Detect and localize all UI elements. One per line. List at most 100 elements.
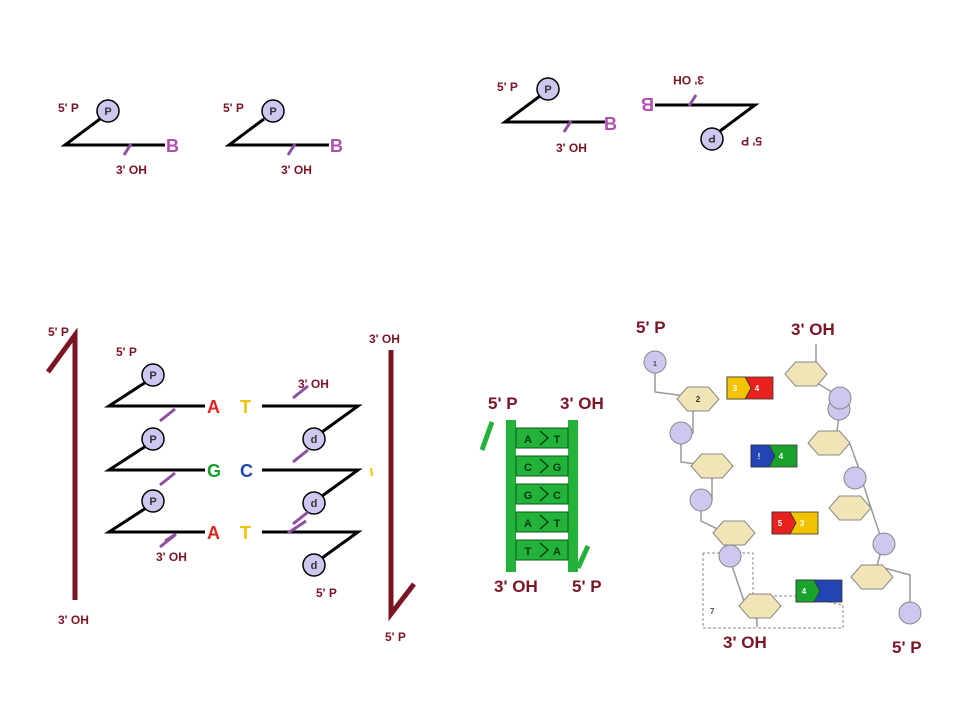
ladder-rail-right [568,420,578,572]
phosphate-circle [302,553,326,577]
oh-bond [122,143,133,156]
helix-base-left-label: 5 [778,519,783,528]
helix-sugar [828,495,872,521]
left-base-letter: A [207,523,220,543]
ladder-rail-left [506,420,516,572]
left-bond [159,471,176,487]
rung-right-base: T [554,434,561,446]
ladder-five-prime-bottom: 5' P [572,577,602,596]
oh-bond [562,120,573,133]
left-sugar-backbone [103,380,205,408]
rung-block [515,539,569,561]
helix-phosphate [643,350,667,374]
five-prime-label: 5' P [385,630,406,644]
phosphate-circle [141,427,165,451]
strand-arrow-right: 3' OH 5' P [369,332,416,644]
sugar-backbone [500,94,605,124]
helix-base-right-label: 4 [755,384,760,393]
helix-phosphate [872,532,896,556]
rung-divider [539,542,549,558]
right-strand-five-prime: 5' P [316,586,337,600]
ladder-five-prime-top: 5' P [488,394,518,413]
right-base-letter: T [240,523,251,543]
rung-block [515,511,569,533]
ladder-three-prime-top: 3' OH [560,394,604,413]
sugar-backbone [60,117,165,147]
helix-sugar-number: 2 [696,395,701,404]
rung-left-base: C [524,462,532,474]
helix-sugar [850,564,894,590]
left-sugar-backbone [103,444,205,472]
three-prime-label: 3' OH [673,73,704,87]
helix-three-prime-top: 3' OH [791,320,835,339]
ladder-three-prime-bottom: 3' OH [494,577,538,596]
rung-right-base: G [553,462,562,474]
five-prime-label: 5' P [497,80,518,94]
helix-base-left [795,579,821,603]
right-sugar-backbone [262,468,363,498]
phosphate-label: P [269,106,276,118]
phosphate-label: P [544,84,551,96]
ladder-tail-top [479,421,495,451]
stray-mark [370,467,373,477]
rung-right-base: C [553,490,561,502]
right-sugar-backbone [262,530,363,560]
oh-bond [286,143,297,156]
helix-base-pair: !4 [750,444,798,468]
phosphate-circle [536,77,560,101]
helix-sugar [690,453,734,479]
rung-block [515,427,569,449]
phosphate-label: P [149,370,156,382]
rung-divider [539,514,549,530]
helix-five-prime-bottom: 5' P [892,638,922,657]
phosphate-label-flipped: d [311,434,318,446]
three-prime-label: 3' OH [116,163,147,177]
helix-base-right-label: 4 [779,452,784,461]
five-prime-label: 5' P [58,101,79,115]
strand-arrow [388,350,416,622]
rung-right-base: A [553,546,561,558]
rung-left-base: G [524,490,533,502]
phosphate-label: P [149,496,156,508]
helix-phosphate [898,601,922,625]
right-base-letter: T [240,397,251,417]
helix-phosphate [669,421,693,445]
phosphate-circle [302,427,326,451]
rung-block [515,455,569,477]
phosphate-circle [700,127,724,151]
five-prime-label: 5' P [741,134,762,148]
ladder-tail-bottom [575,544,591,570]
tail-bond [164,532,177,543]
helix-sugars: 127 [643,350,922,625]
three-prime-label: 3' OH [369,332,400,346]
phosphate-circle [141,489,165,513]
rung-divider [539,430,549,446]
phosphate-label: P [149,434,156,446]
nucleotide-3: P 5' P 3' OH B [497,77,617,155]
helix-base-left [771,511,797,535]
helix-base-left [726,376,752,400]
phosphate-circle [141,363,165,387]
five-prime-label: 5' P [48,325,69,339]
three-prime-label: 3' OH [556,141,587,155]
five-prime-label: 5' P [223,101,244,115]
right-bond [292,384,309,400]
base-label: B [330,136,343,156]
helix-region-number: 7 [710,607,715,616]
nucleotide-1: P 5' P 3' OH B [58,99,179,177]
rung-divider [539,486,549,502]
phosphate-label-flipped: d [311,498,318,510]
right-bond [292,510,309,526]
